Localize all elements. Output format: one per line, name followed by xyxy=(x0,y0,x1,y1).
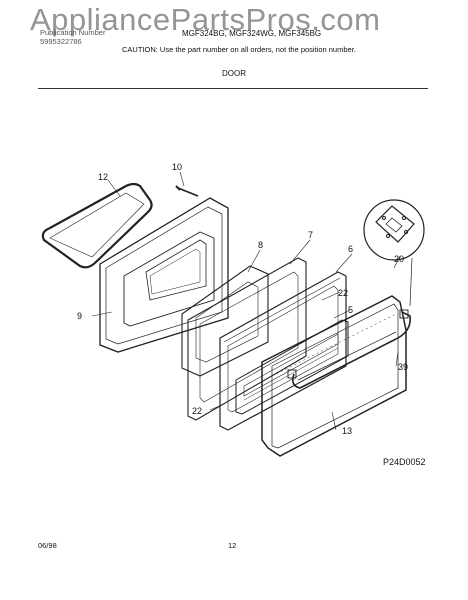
callout-20: 20 xyxy=(394,254,404,264)
header-divider xyxy=(38,88,428,89)
callout-39: 39 xyxy=(398,362,408,372)
part-6-glass xyxy=(219,271,347,431)
publication-value: 5995322786 xyxy=(40,37,82,46)
callout-5: 5 xyxy=(348,305,353,315)
leader-lines xyxy=(91,171,401,431)
diagram-code: P24D0052 xyxy=(383,457,426,467)
part-13-outer-door xyxy=(261,295,407,457)
footer-page-number: 12 xyxy=(228,541,237,550)
part-12-gasket xyxy=(41,182,153,269)
publication-label: Publication Number xyxy=(40,28,106,37)
callout-13: 13 xyxy=(342,426,352,436)
callout-10: 10 xyxy=(172,162,182,172)
callout-7: 7 xyxy=(308,230,313,240)
model-numbers: MGF324BG, MGF324WG, MGF345BG xyxy=(182,29,322,38)
section-title: DOOR xyxy=(222,69,246,78)
part-10-screw xyxy=(175,185,199,197)
watermark-logo: AppliancePartsPros.com xyxy=(30,2,381,37)
callout-8: 8 xyxy=(258,240,263,250)
callout-6: 6 xyxy=(348,244,353,254)
callout-12: 12 xyxy=(98,172,108,182)
callout-22-lower: 22 xyxy=(192,406,202,416)
publication-number: Publication Number 5995322786 xyxy=(40,28,105,46)
part-9-inner-frame xyxy=(99,197,229,353)
part-39-handle xyxy=(287,309,411,389)
part-8-insulation xyxy=(181,265,269,377)
footer-date: 06/98 xyxy=(38,541,57,550)
part-20-detail xyxy=(363,199,425,307)
callout-9: 9 xyxy=(77,311,82,321)
part-5-retainer xyxy=(235,319,349,415)
callout-22-upper: 22 xyxy=(338,288,348,298)
caution-note: CAUTION: Use the part number on all orde… xyxy=(122,45,356,54)
part-7-window-frame xyxy=(187,257,307,421)
